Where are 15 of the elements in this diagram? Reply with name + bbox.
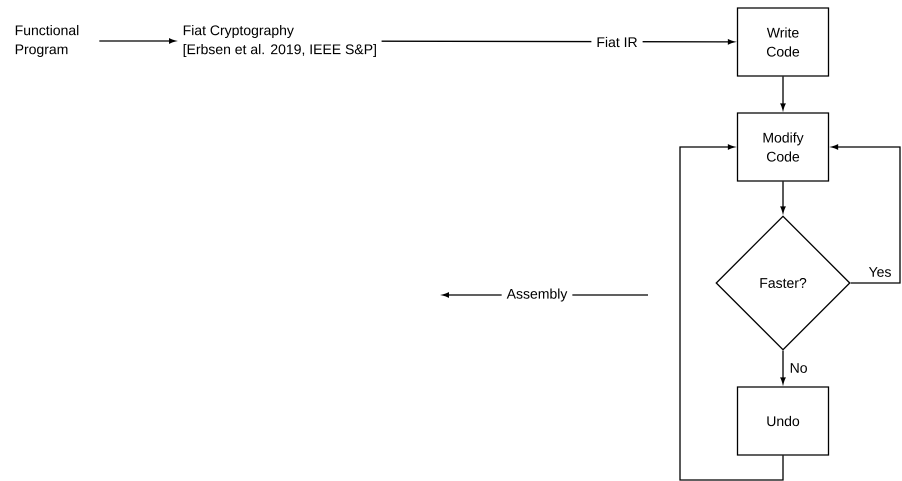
arrow bbox=[780, 350, 786, 384]
edge-label: No bbox=[790, 363, 807, 373]
arrow bbox=[780, 76, 786, 110]
edge-label: Yes bbox=[868, 267, 891, 277]
arrow bbox=[832, 144, 901, 284]
arrow bbox=[679, 144, 784, 481]
arrow bbox=[780, 182, 786, 213]
edge-label: Fiat IR bbox=[591, 34, 643, 50]
arrow-label: Assembly bbox=[502, 285, 572, 305]
text-label: Functional Program bbox=[16, 24, 78, 58]
process-box: Write Code bbox=[736, 7, 830, 77]
process-box: Undo bbox=[736, 386, 830, 456]
process-box: Modify Code bbox=[736, 112, 830, 182]
arrow bbox=[99, 38, 176, 44]
text-label: Fiat Cryptography [Erbsen et al. 2019, IEEE S&P] bbox=[184, 24, 376, 58]
